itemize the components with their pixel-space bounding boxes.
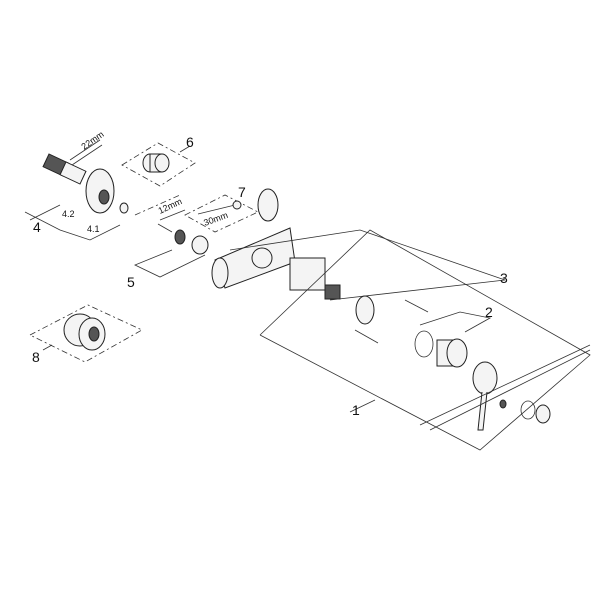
callout-2: 2 [485,304,493,320]
callout-4-2: 4.2 [62,209,75,219]
callout-3: 3 [500,270,508,286]
callout-5: 5 [127,274,135,290]
svg-text:30mm: 30mm [202,210,229,228]
part-8-rosette [63,313,106,351]
part-7-box [184,194,259,233]
part-2-sleeve [436,338,468,368]
part-3-cartridge [289,257,341,300]
part-6-box [121,142,196,187]
hex-key-12mm-icon [157,209,186,233]
o-ring [414,330,434,358]
callout-6: 6 [186,134,194,150]
svg-text:22mm: 22mm [79,129,105,152]
cap [535,404,551,424]
callout-7: 7 [238,184,246,200]
leader-4-group [24,211,121,241]
wrench-30mm-icon [197,204,236,215]
lever-handle [472,361,498,431]
mixer-body [211,188,296,289]
mounting-plate [355,295,375,325]
leader-4 [29,204,61,221]
part-6-adapter [142,153,170,173]
callout-4-1: 4.1 [87,224,100,234]
part-8-box [29,304,143,363]
callout-8: 8 [32,349,40,365]
callout-1: 1 [352,402,360,418]
wrench-22mm-icon: 22mm [69,129,106,166]
callout-4: 4 [33,219,41,235]
part-4-eccentric-connector [42,153,129,214]
part-5-nut [174,229,209,255]
